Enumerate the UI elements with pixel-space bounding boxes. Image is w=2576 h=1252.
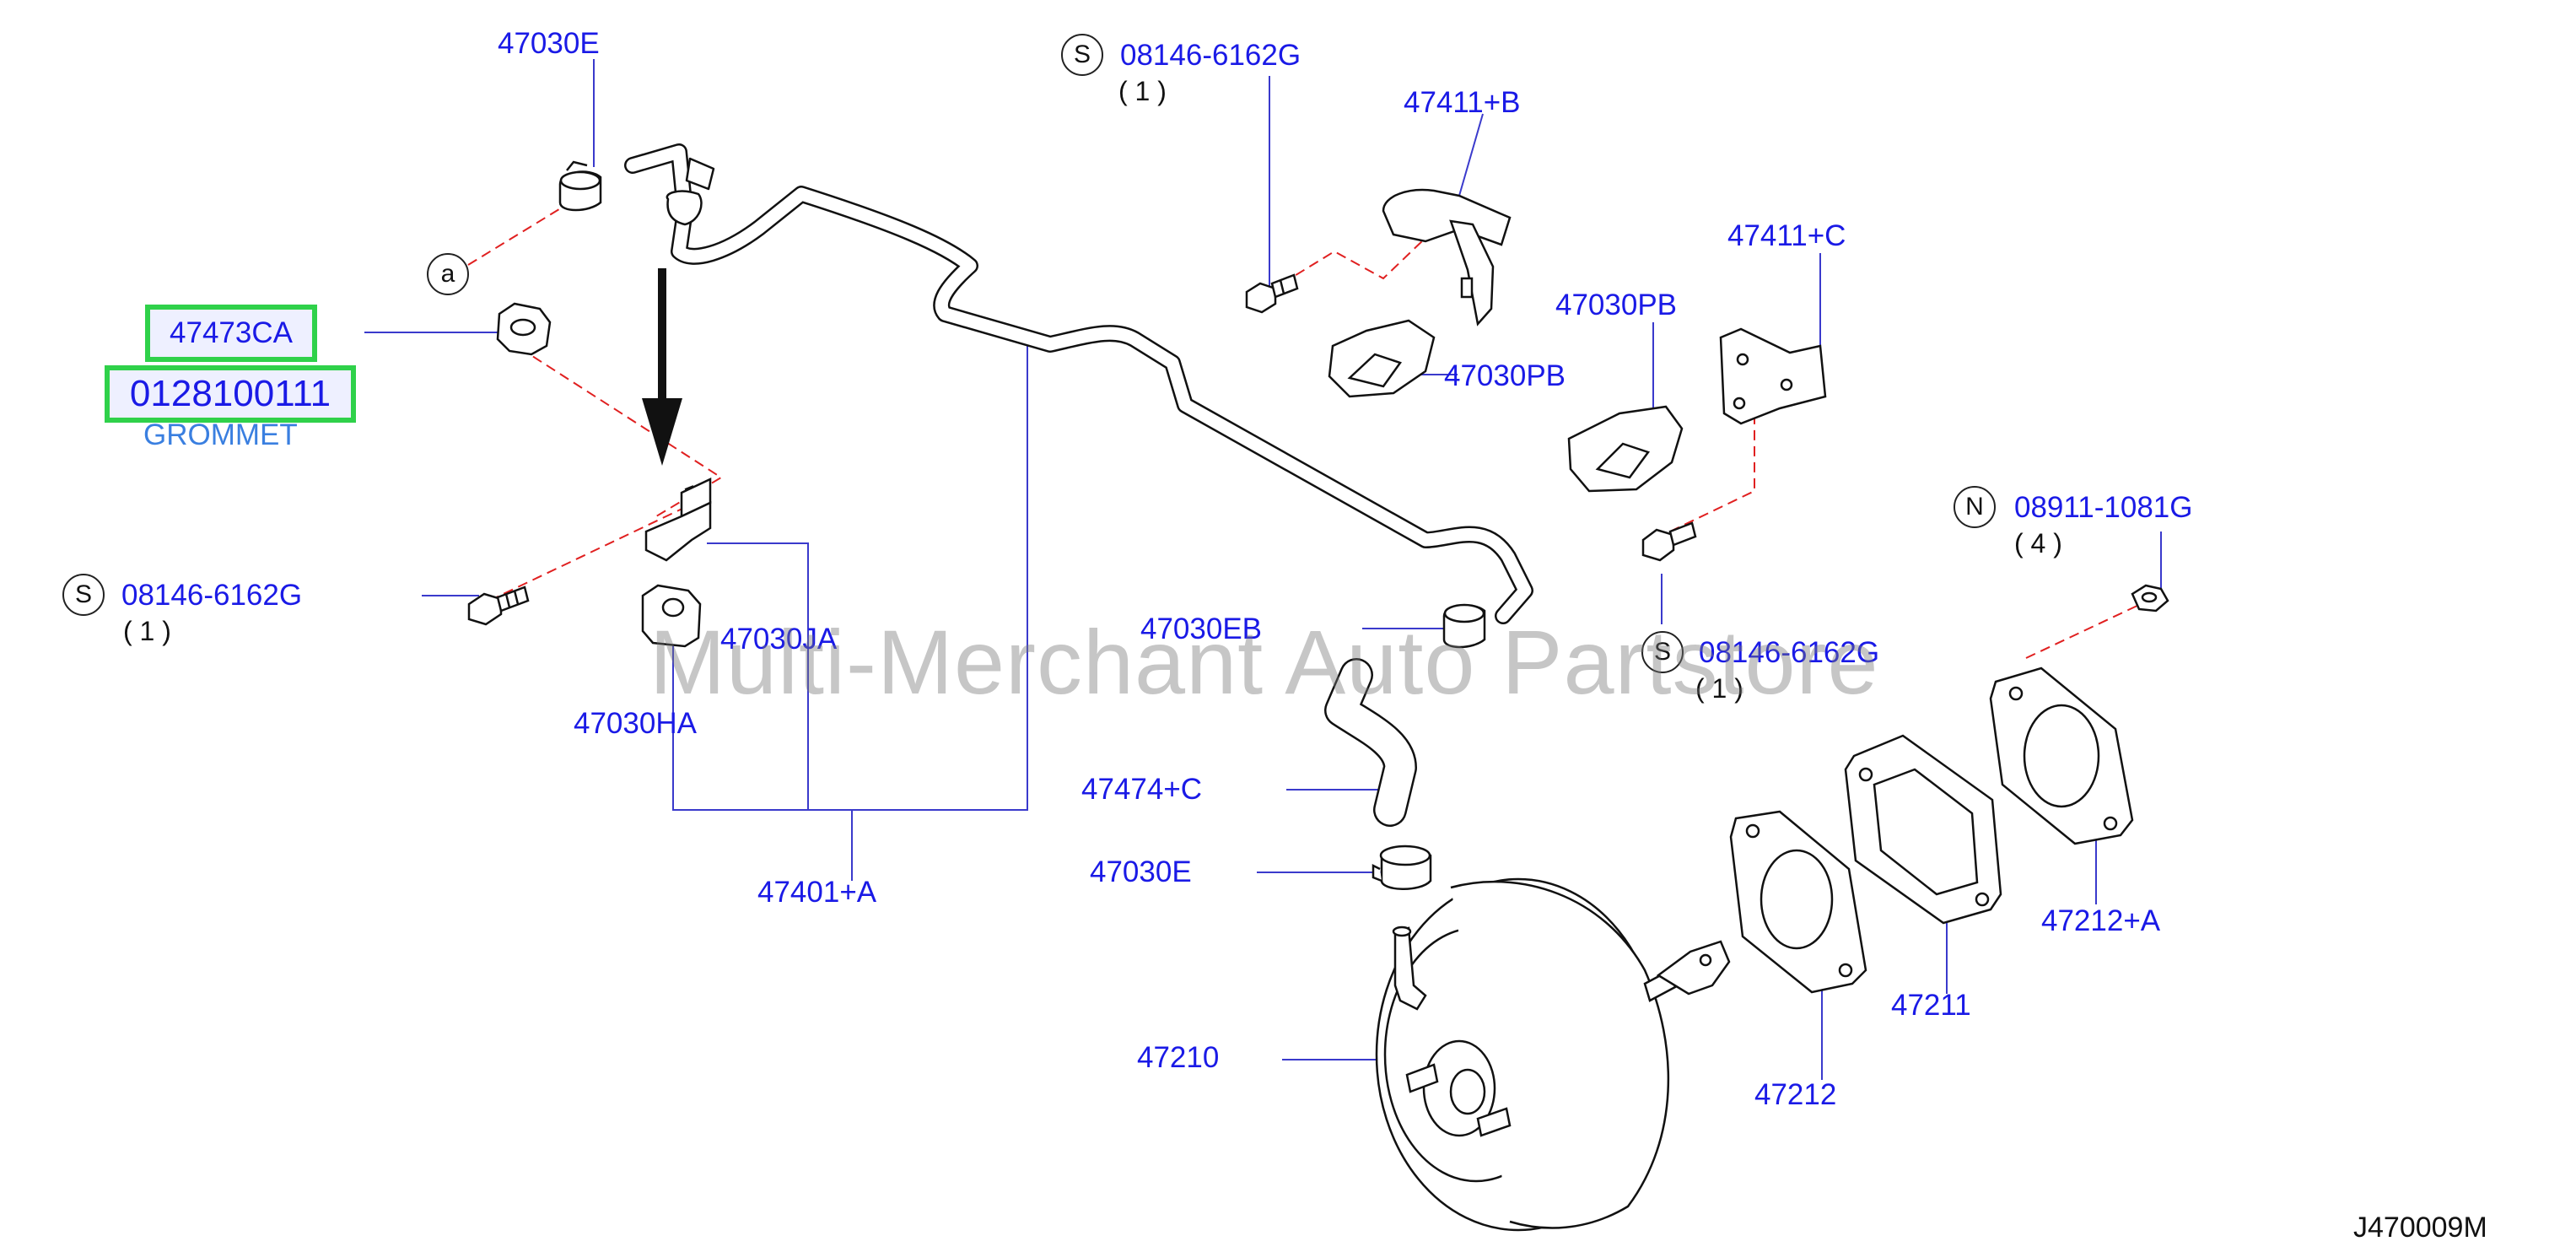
label-47030EB[interactable]: 47030EB bbox=[1140, 613, 1263, 645]
label-47473CA: 47473CA bbox=[170, 316, 293, 349]
label-47030PB-b[interactable]: 47030PB bbox=[1444, 359, 1566, 392]
label-47030HA[interactable]: 47030HA bbox=[574, 707, 697, 740]
label-47474C[interactable]: 47474+C bbox=[1081, 773, 1203, 806]
label-08911-1081G[interactable]: 08911-1081G bbox=[2014, 491, 2193, 524]
label-47030JA[interactable]: 47030JA bbox=[720, 623, 838, 656]
label-47211[interactable]: 47211 bbox=[1891, 989, 1971, 1022]
quantity-right: ( 1 ) bbox=[1695, 673, 1743, 704]
part-spacer-47211 bbox=[1844, 734, 2002, 925]
part-bracket-47411B bbox=[1382, 188, 1512, 326]
label-47210[interactable]: 47210 bbox=[1137, 1041, 1220, 1074]
diagram-code: J470009M bbox=[2353, 1212, 2487, 1244]
quantity-left: ( 1 ) bbox=[123, 616, 171, 646]
screw-symbol-right: S bbox=[1641, 631, 1684, 673]
bolt-left bbox=[467, 586, 530, 626]
highlight-oem-number[interactable]: 0128100111 bbox=[105, 365, 356, 423]
brake-tube bbox=[624, 143, 1533, 624]
quantity-nut: ( 4 ) bbox=[2014, 528, 2062, 559]
part-clamp-47030E bbox=[1372, 845, 1432, 890]
label-0128100111: 0128100111 bbox=[129, 373, 331, 414]
part-grommet bbox=[496, 302, 552, 356]
screw-symbol-top: S bbox=[1061, 34, 1103, 76]
label-08146-6162G-left[interactable]: 08146-6162G bbox=[121, 579, 303, 612]
part-gasket-47212A bbox=[1989, 666, 2134, 845]
part-hose-47474C bbox=[1324, 658, 1417, 827]
part-nut-08911 bbox=[2131, 584, 2169, 613]
direction-arrow bbox=[642, 268, 682, 466]
part-clip-47030HA bbox=[641, 584, 702, 648]
part-clip-47030PB-a bbox=[1328, 319, 1436, 398]
part-clip-47030EB bbox=[1442, 603, 1486, 649]
reference-a-symbol: a bbox=[427, 253, 469, 295]
label-47212[interactable]: 47212 bbox=[1754, 1078, 1837, 1111]
label-grommet: GROMMET bbox=[143, 418, 298, 451]
nut-symbol: N bbox=[1954, 486, 1996, 528]
label-08146-6162G-right[interactable]: 08146-6162G bbox=[1699, 636, 1880, 669]
part-clip-47030PB-b bbox=[1567, 405, 1684, 493]
part-bracket-47411C bbox=[1719, 327, 1827, 425]
label-47401A[interactable]: 47401+A bbox=[757, 876, 877, 909]
label-47411B[interactable]: 47411+B bbox=[1404, 86, 1521, 119]
part-brake-booster-47210 bbox=[1375, 877, 1731, 1232]
part-bracket-47030JA bbox=[644, 478, 712, 562]
label-47030PB-a[interactable]: 47030PB bbox=[1555, 289, 1678, 321]
bolt-top bbox=[1245, 273, 1299, 314]
label-47411C[interactable]: 47411+C bbox=[1727, 219, 1846, 252]
highlight-part-number[interactable]: 47473CA bbox=[145, 305, 317, 362]
watermark: Multi-Merchant Auto Partstore bbox=[649, 611, 1879, 713]
screw-symbol-left: S bbox=[62, 574, 105, 616]
quantity-top: ( 1 ) bbox=[1118, 76, 1167, 106]
label-47030E-mid[interactable]: 47030E bbox=[1090, 855, 1192, 888]
bolt-right bbox=[1641, 521, 1697, 562]
dashed-lines bbox=[467, 202, 2142, 659]
label-47212A[interactable]: 47212+A bbox=[2041, 904, 2161, 937]
label-08146-6162G-top[interactable]: 08146-6162G bbox=[1120, 39, 1301, 72]
part-clip-47030E-top bbox=[558, 160, 602, 212]
leader-lines bbox=[364, 59, 2162, 1080]
label-47030E-top[interactable]: 47030E bbox=[498, 27, 600, 60]
part-gasket-47212 bbox=[1729, 810, 1867, 994]
